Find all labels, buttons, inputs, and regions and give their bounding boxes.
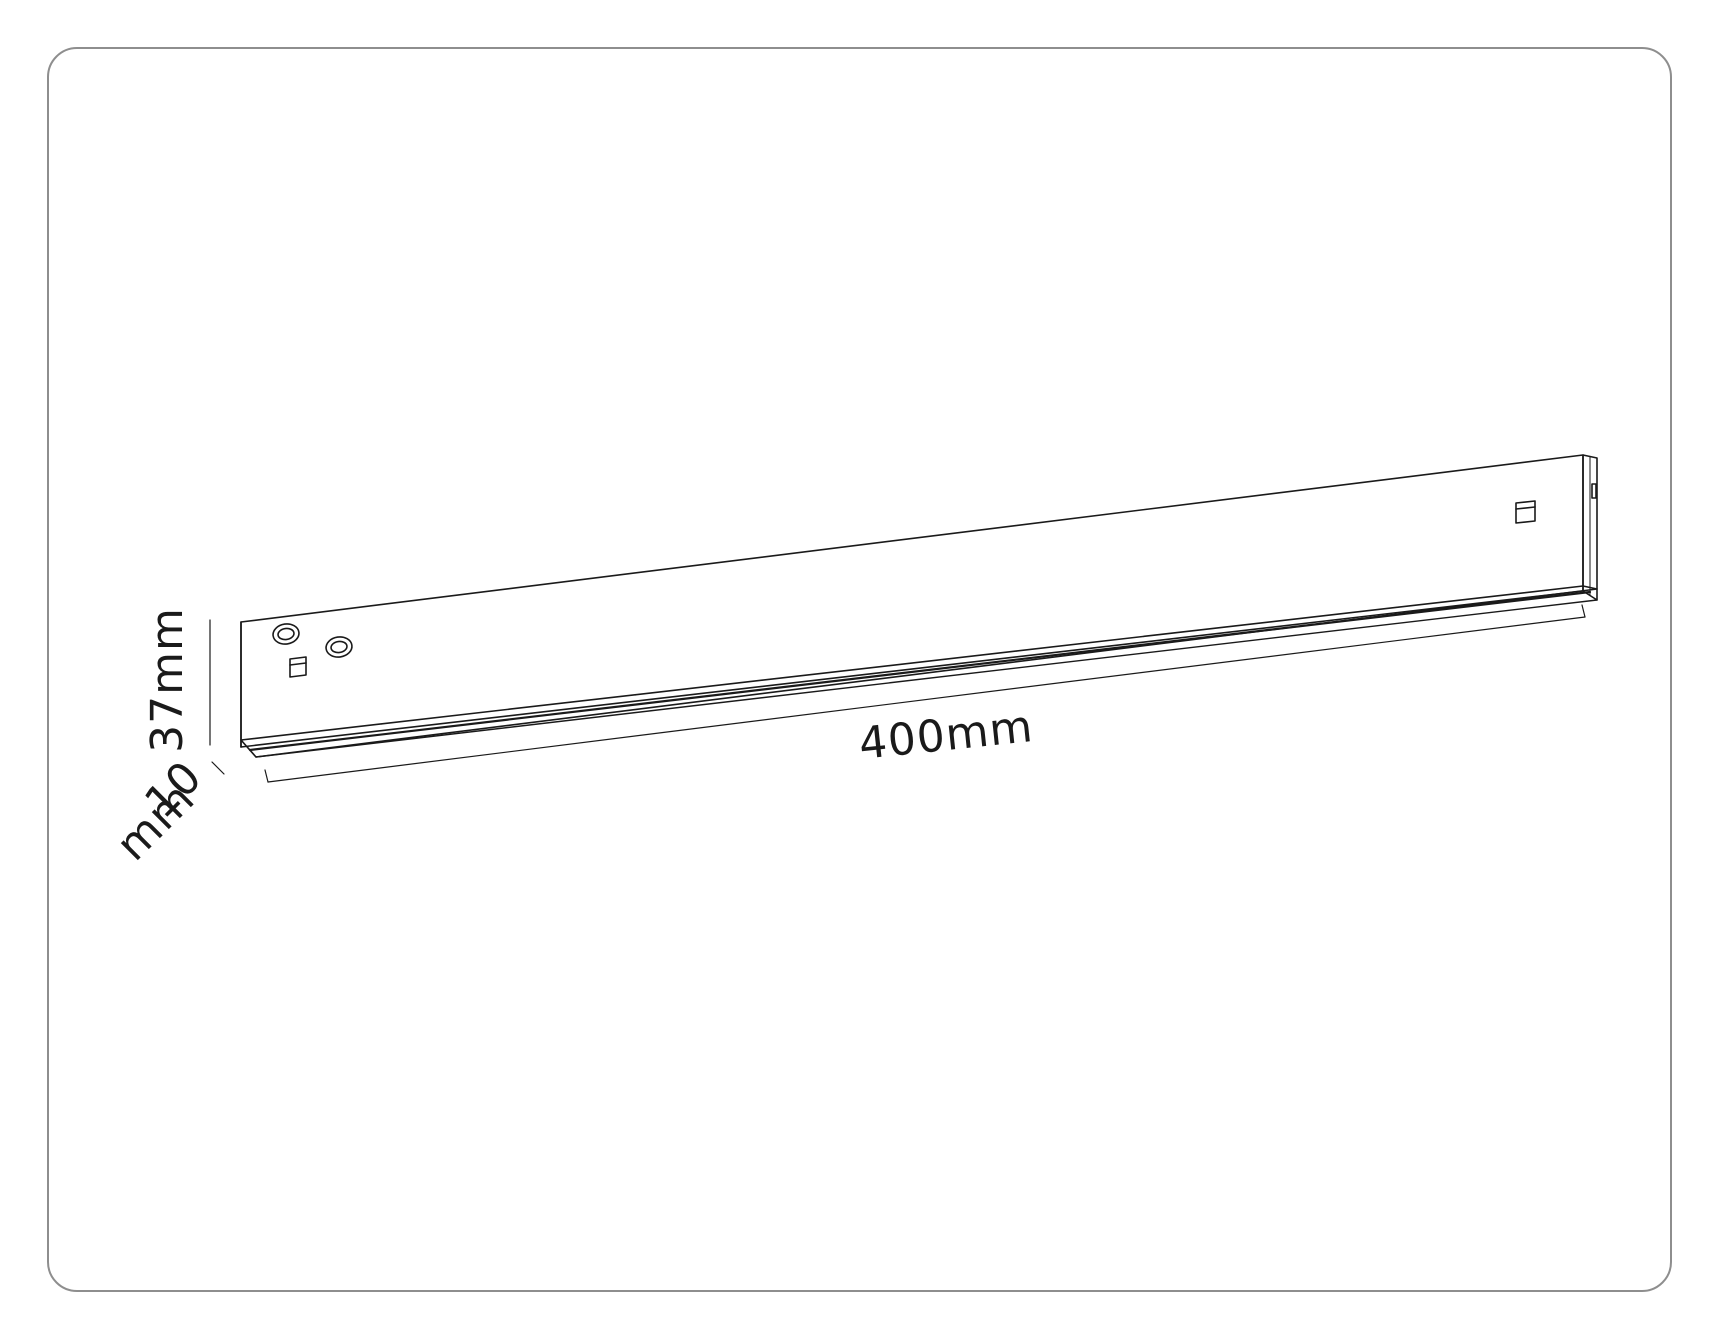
left-connector-details bbox=[272, 623, 353, 678]
depth-dimension-line bbox=[211, 761, 225, 775]
mounting-hole-icon bbox=[325, 636, 353, 658]
length-dimension-line bbox=[264, 604, 1586, 783]
bar-bottom-line bbox=[255, 599, 1598, 758]
clip-slot-icon bbox=[1515, 500, 1536, 524]
height-label: 37mm bbox=[142, 607, 193, 753]
clip-slot-icon bbox=[289, 656, 307, 678]
right-connector-details bbox=[1515, 483, 1597, 524]
bar-diffuser-inner-line bbox=[248, 590, 1592, 752]
mounting-hole-icon bbox=[272, 623, 300, 645]
light-bar bbox=[240, 454, 1598, 758]
bar-front-face bbox=[240, 454, 1584, 748]
bar-right-end-cap bbox=[1582, 454, 1598, 601]
end-cap-notch-icon bbox=[1591, 483, 1597, 499]
length-label: 400mm bbox=[857, 701, 1036, 770]
